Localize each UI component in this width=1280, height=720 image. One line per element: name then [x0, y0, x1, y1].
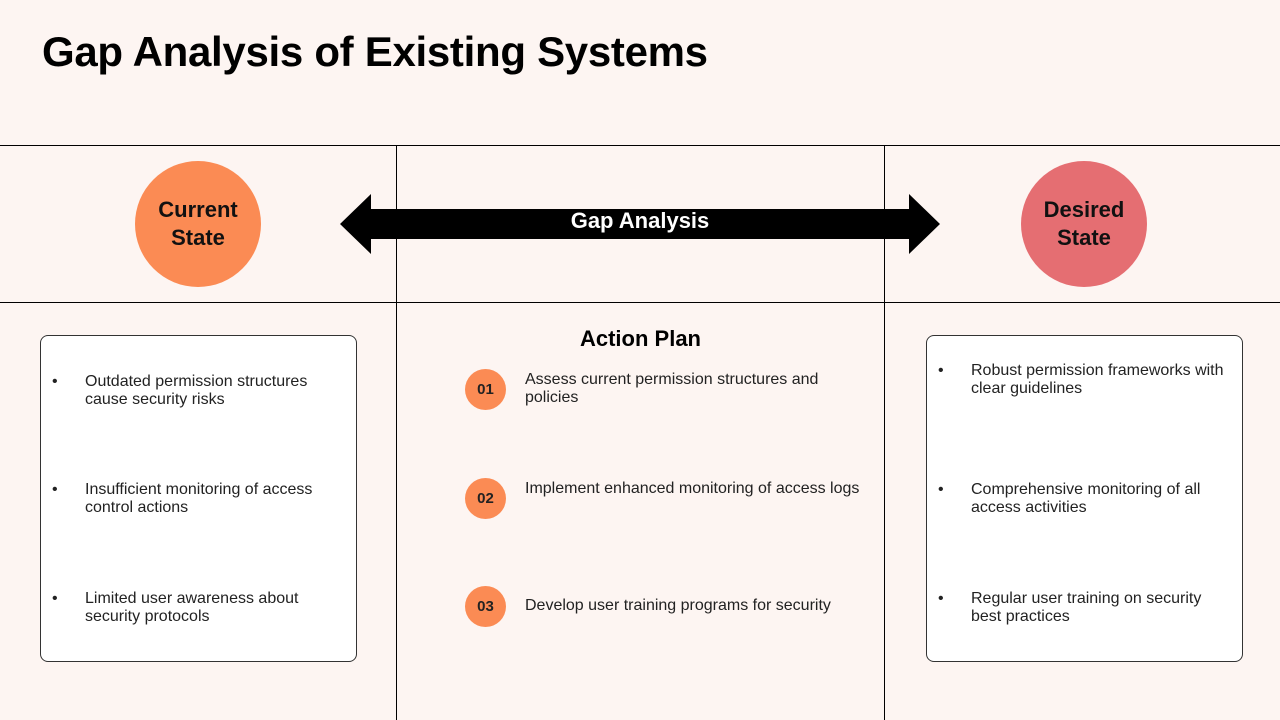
- double-arrow-icon: [340, 194, 940, 254]
- right-column-divider: [884, 145, 885, 720]
- bullet-icon: •: [52, 373, 58, 390]
- step-number-badge: 01: [465, 369, 506, 410]
- step-text: Assess current permission structures and…: [525, 371, 819, 406]
- current-state-circle: Current State: [135, 161, 261, 287]
- step-number-badge: 03: [465, 586, 506, 627]
- desired-state-card: • Robust permission frameworks with clea…: [926, 335, 1243, 662]
- bullet-icon: •: [938, 481, 944, 498]
- gap-analysis-label: Gap Analysis: [570, 208, 710, 233]
- step-number-badge: 02: [465, 478, 506, 519]
- bullet-icon: •: [52, 590, 58, 607]
- top-divider: [0, 145, 1280, 146]
- step-text: Implement enhanced monitoring of access …: [525, 480, 860, 497]
- step-text: Develop user training programs for secur…: [525, 597, 831, 614]
- desired-state-circle: Desired State: [1021, 161, 1147, 287]
- current-state-card: • Outdated permission structures cause s…: [40, 335, 357, 662]
- middle-divider: [0, 302, 1280, 303]
- bullet-icon: •: [52, 481, 58, 498]
- bullet-icon: •: [938, 590, 944, 607]
- left-column-divider: [396, 145, 397, 720]
- bullet-icon: •: [938, 362, 944, 379]
- page-title: Gap Analysis of Existing Systems: [42, 28, 708, 75]
- action-plan-title: Action Plan: [579, 326, 701, 351]
